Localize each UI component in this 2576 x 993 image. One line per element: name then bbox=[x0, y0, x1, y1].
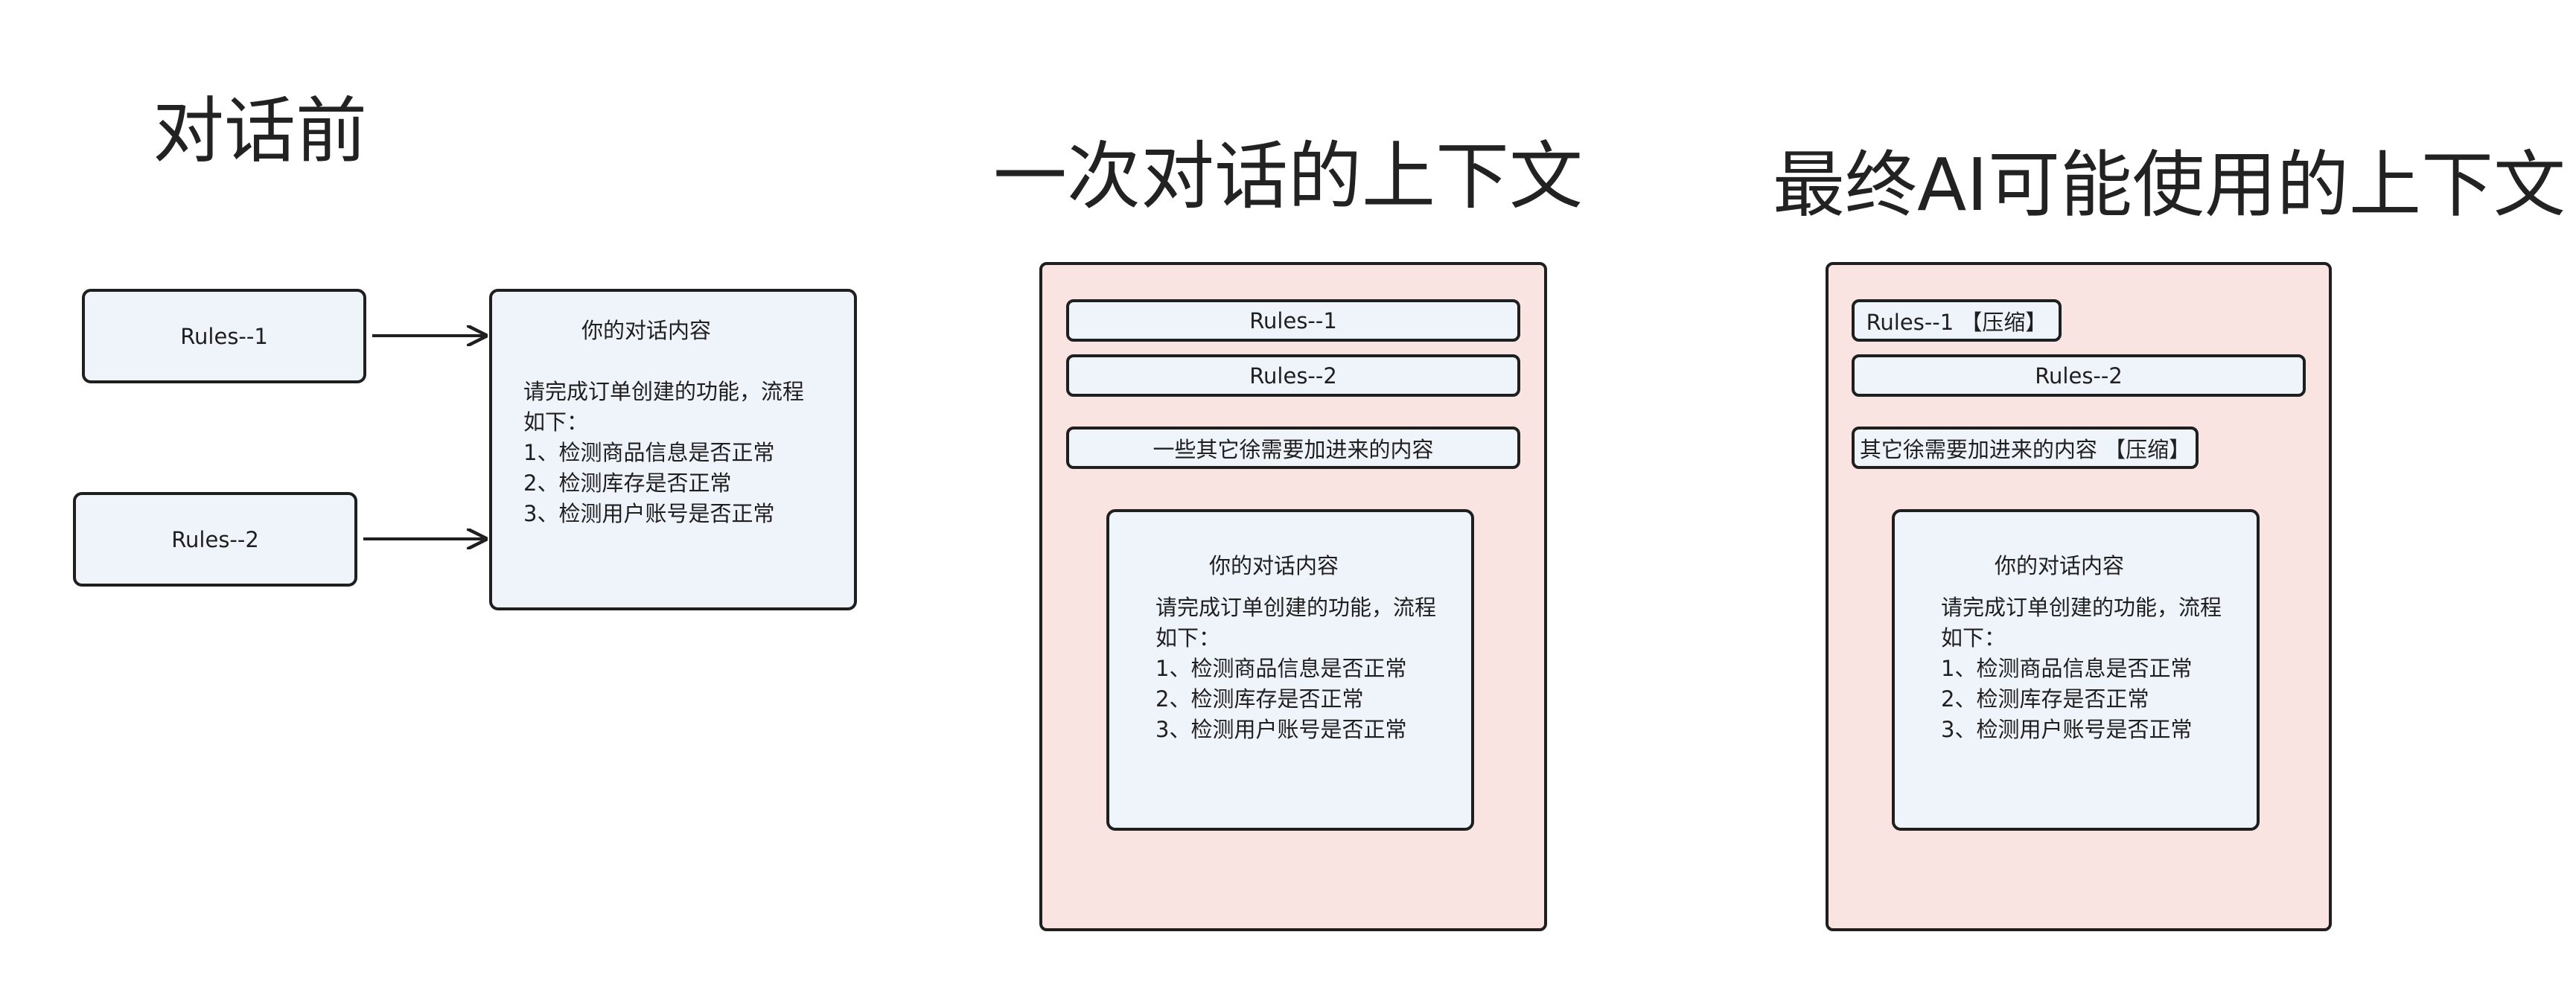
section-title-final: 最终AI可能使用的上下文 bbox=[1773, 143, 2566, 227]
rules-2-card: Rules--2 bbox=[73, 492, 357, 587]
conversation-line-2: 如下： bbox=[1941, 625, 2006, 651]
extra-content-compressed-label: 其它徐需要加进来的内容 【压缩】 bbox=[1859, 436, 2191, 462]
rules-2-label: Rules--2 bbox=[171, 526, 259, 552]
rules-2-label: Rules--2 bbox=[2035, 363, 2123, 389]
conversation-line-5: 3、检测用户账号是否正常 bbox=[523, 501, 775, 526]
conversation-line-4: 2、检测库存是否正常 bbox=[523, 470, 732, 496]
conversation-card-final: 你的对话内容 请完成订单创建的功能，流程 如下： 1、检测商品信息是否正常 2、… bbox=[1892, 509, 2260, 831]
section-title-one-session: 一次对话的上下文 bbox=[993, 134, 1583, 220]
extra-content-compressed-bar: 其它徐需要加进来的内容 【压缩】 bbox=[1852, 427, 2199, 469]
conversation-title: 你的对话内容 bbox=[581, 318, 712, 343]
extra-content-bar-session: 一些其它徐需要加进来的内容 bbox=[1066, 427, 1520, 469]
rules-1-card: Rules--1 bbox=[82, 289, 366, 383]
conversation-line-3: 1、检测商品信息是否正常 bbox=[523, 440, 775, 465]
conversation-line-5: 3、检测用户账号是否正常 bbox=[1941, 717, 2193, 742]
rules-1-label: Rules--1 bbox=[180, 323, 268, 349]
conversation-line-2: 如下： bbox=[523, 409, 589, 435]
conversation-card-session: 你的对话内容 请完成订单创建的功能，流程 如下： 1、检测商品信息是否正常 2、… bbox=[1106, 509, 1474, 831]
section-title-before: 对话前 bbox=[153, 89, 367, 173]
conversation-body: 请完成订单创建的功能，流程 如下： 1、检测商品信息是否正常 2、检测库存是否正… bbox=[1155, 593, 1436, 745]
conversation-card-before: 你的对话内容 请完成订单创建的功能，流程 如下： 1、检测商品信息是否正常 2、… bbox=[489, 289, 857, 610]
rules-2-label: Rules--2 bbox=[1249, 363, 1337, 389]
conversation-line-3: 1、检测商品信息是否正常 bbox=[1155, 656, 1407, 681]
conversation-title: 你的对话内容 bbox=[1209, 553, 1339, 578]
conversation-line-2: 如下： bbox=[1155, 625, 1221, 651]
extra-content-label: 一些其它徐需要加进来的内容 bbox=[1152, 436, 1434, 462]
conversation-line-1: 请完成订单创建的功能，流程 bbox=[523, 379, 805, 404]
conversation-body: 请完成订单创建的功能，流程 如下： 1、检测商品信息是否正常 2、检测库存是否正… bbox=[523, 377, 804, 529]
conversation-line-4: 2、检测库存是否正常 bbox=[1941, 686, 2149, 712]
conversation-body: 请完成订单创建的功能，流程 如下： 1、检测商品信息是否正常 2、检测库存是否正… bbox=[1941, 593, 2222, 745]
rules-1-compressed-label: Rules--1 【压缩】 bbox=[1866, 309, 2047, 335]
conversation-title: 你的对话内容 bbox=[1995, 553, 2125, 578]
conversation-line-1: 请完成订单创建的功能，流程 bbox=[1941, 595, 2222, 620]
rules-1-label: Rules--1 bbox=[1249, 307, 1337, 333]
conversation-line-4: 2、检测库存是否正常 bbox=[1155, 686, 1364, 712]
rules-2-bar-final: Rules--2 bbox=[1852, 354, 2306, 397]
conversation-line-1: 请完成订单创建的功能，流程 bbox=[1155, 595, 1437, 620]
rules-1-bar-session: Rules--1 bbox=[1066, 299, 1520, 342]
rules-1-compressed-bar: Rules--1 【压缩】 bbox=[1852, 299, 2062, 342]
conversation-line-3: 1、检测商品信息是否正常 bbox=[1941, 656, 2193, 681]
conversation-line-5: 3、检测用户账号是否正常 bbox=[1155, 717, 1407, 742]
rules-2-bar-session: Rules--2 bbox=[1066, 354, 1520, 397]
